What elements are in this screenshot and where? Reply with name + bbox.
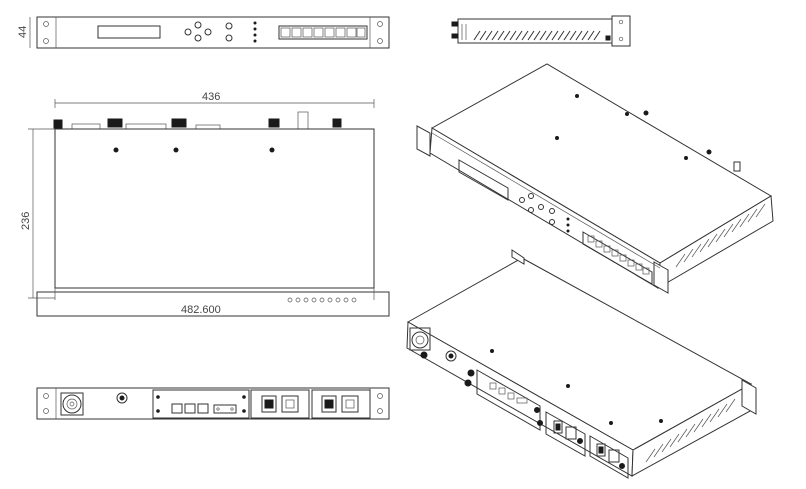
dimension-depth: 236 [20,212,32,230]
dimension-height: 44 [17,26,29,38]
side-view [451,15,631,47]
front-ports [278,25,368,40]
iso-rear-view [406,249,757,479]
dimension-width-total: 482.600 [181,304,221,316]
side-vents [473,30,601,41]
front-knobs [287,297,357,303]
lcd-display [97,25,161,39]
rear-view [36,387,390,420]
front-view: 44 [17,16,390,49]
dimension-width-top: 436 [202,91,220,103]
fan-icon [60,392,84,416]
iso-front-view [416,63,774,294]
top-view: 436 236 [20,91,390,317]
